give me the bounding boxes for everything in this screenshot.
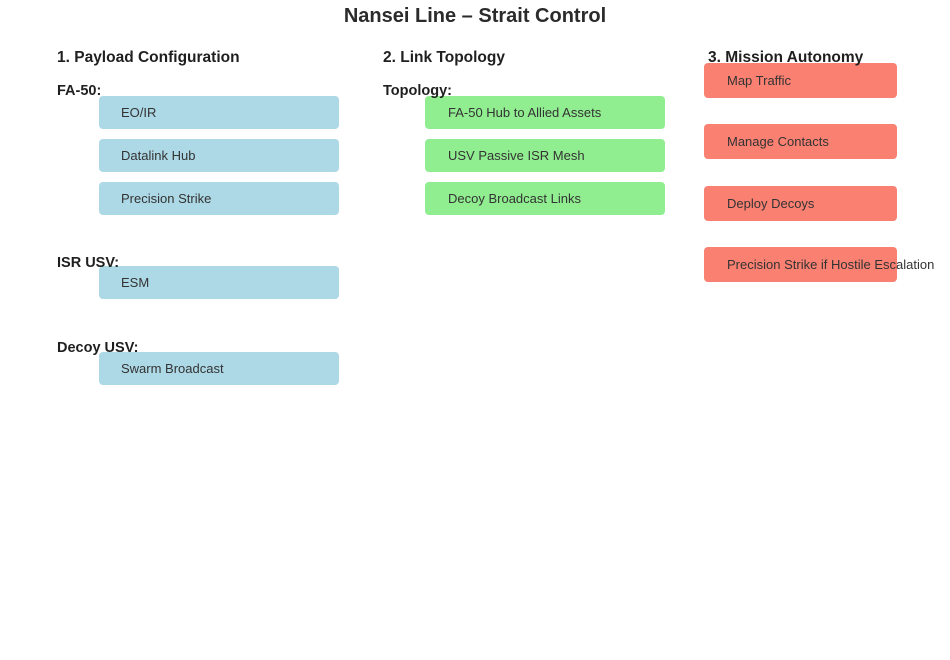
autonomy-item-precision-strike-if-hostile-escalation[interactable]: Precision Strike if Hostile Escalation (704, 247, 934, 282)
autonomy-item-manage-contacts[interactable]: Manage Contacts (704, 124, 897, 159)
topology-item-decoy-broadcast-links[interactable]: Decoy Broadcast Links (425, 182, 665, 215)
section-heading-link-topology: 2. Link Topology (383, 49, 505, 66)
section-heading-mission-autonomy: 3. Mission Autonomy (708, 49, 864, 66)
autonomy-item-map-traffic[interactable]: Map Traffic (704, 63, 897, 98)
payload-item-swarm-broadcast[interactable]: Swarm Broadcast (99, 352, 339, 385)
page-title: Nansei Line – Strait Control (343, 5, 607, 27)
group-label-decoy-usv: Decoy USV: (57, 340, 139, 356)
group-label-topology: Topology: (383, 83, 452, 99)
payload-item-eo-ir[interactable]: EO/IR (99, 96, 339, 129)
payload-item-datalink-hub[interactable]: Datalink Hub (99, 139, 339, 172)
topology-item-usv-passive-isr-mesh[interactable]: USV Passive ISR Mesh (425, 139, 665, 172)
payload-item-esm[interactable]: ESM (99, 266, 339, 299)
autonomy-item-deploy-decoys[interactable]: Deploy Decoys (704, 186, 897, 221)
group-label-isr-usv: ISR USV: (57, 255, 120, 271)
topology-item-fa50-hub-to-allied-assets[interactable]: FA-50 Hub to Allied Assets (425, 96, 665, 129)
section-heading-payload-configuration: 1. Payload Configuration (57, 49, 240, 66)
group-label-fa-50: FA-50: (57, 83, 102, 99)
payload-item-precision-strike[interactable]: Precision Strike (99, 182, 339, 215)
